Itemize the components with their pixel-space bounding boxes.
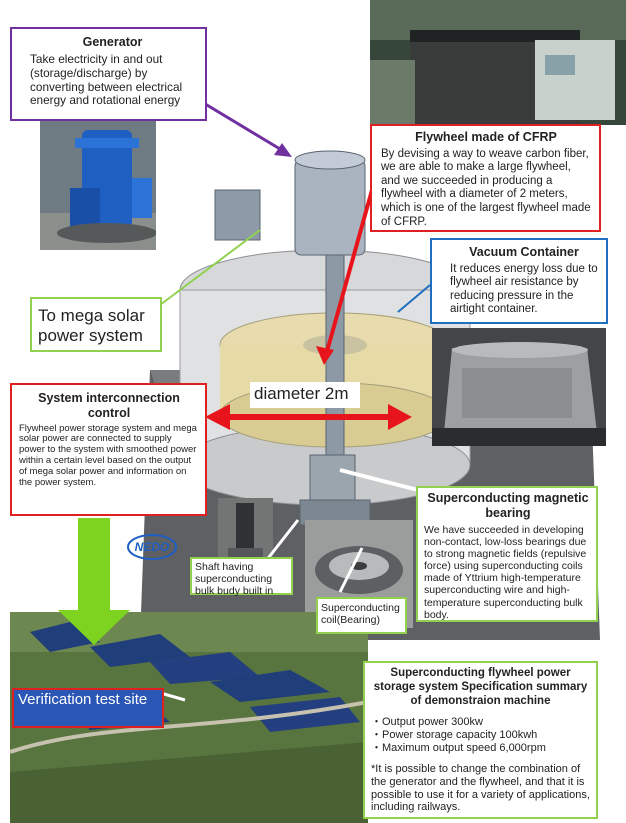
blue-pointer <box>397 284 431 313</box>
generator-photo <box>40 118 156 250</box>
vacuum-title: Vacuum Container <box>469 245 579 259</box>
shaft-text: Shaft having superconducting bulk budy b… <box>195 561 274 598</box>
flywheel-title: Flywheel made of CFRP <box>415 130 557 144</box>
red-arrow-flywheel <box>324 189 374 356</box>
green-arrow-shaft <box>78 518 110 618</box>
vacuum-body: It reduces energy loss due to flywheel a… <box>450 262 598 316</box>
spec-item-capacity: ・Power storage capacity 100kwh <box>371 729 538 742</box>
vacuum-container-photo <box>432 328 606 446</box>
spec-callout: Superconducting flywheel power storage s… <box>363 661 598 819</box>
bearing-pointer <box>339 468 419 492</box>
flywheel-callout: Flywheel made of CFRP By devising a way … <box>370 124 601 232</box>
bearing-body: We have succeeded in developing non-cont… <box>424 523 587 621</box>
mega-solar-label: To mega solar power system <box>30 297 162 352</box>
verification-text: Verification test site <box>18 691 148 708</box>
green-pointer <box>159 229 261 306</box>
spec-title: Superconducting flywheel power storage s… <box>373 667 588 707</box>
diameter-label: diameter 2m <box>250 382 360 408</box>
spec-note: *It is possible to change the combinatio… <box>371 763 590 814</box>
diameter-text: diameter 2m <box>254 384 349 403</box>
interconnection-body: Flywheel power storage system and mega s… <box>19 422 197 489</box>
coil-pointer <box>338 547 364 593</box>
nedo-text: NEDO <box>134 540 170 554</box>
interconnection-title: System interconnection control <box>38 391 180 420</box>
generator-body: Take electricity in and out (storage/dis… <box>30 51 183 108</box>
flywheel-lab-photo <box>370 0 626 125</box>
red-arrow-flywheel-head <box>316 346 334 365</box>
bearing-callout: Superconducting magnetic bearing We have… <box>416 486 598 622</box>
interconnection-callout: System interconnection control Flywheel … <box>10 383 207 516</box>
verification-label: Verification test site <box>12 688 164 728</box>
spec-item-speed: ・Maximum output speed 6,000rpm <box>371 742 546 755</box>
coil-text: Superconducting coil(Bearing) <box>321 602 400 627</box>
bearing-title: Superconducting magnetic bearing <box>427 491 589 520</box>
green-arrow-head <box>58 610 130 645</box>
vacuum-callout: Vacuum Container It reduces energy loss … <box>430 238 608 324</box>
coil-label: Superconducting coil(Bearing) <box>316 597 407 634</box>
diameter-arrow-left-head <box>205 404 230 430</box>
nedo-logo: NEDO <box>126 533 178 561</box>
mega-solar-text: To mega solar power system <box>38 306 145 346</box>
flywheel-body: By devising a way to weave carbon fiber,… <box>381 147 591 228</box>
diameter-arrow-right-head <box>388 404 412 430</box>
generator-title: Generator <box>82 35 143 49</box>
generator-callout: Generator Take electricity in and out (s… <box>10 27 207 121</box>
spec-item-output: ・Output power 300kw <box>371 716 483 729</box>
purple-arrow-head <box>274 143 292 157</box>
shaft-label: Shaft having superconducting bulk budy b… <box>190 557 293 598</box>
